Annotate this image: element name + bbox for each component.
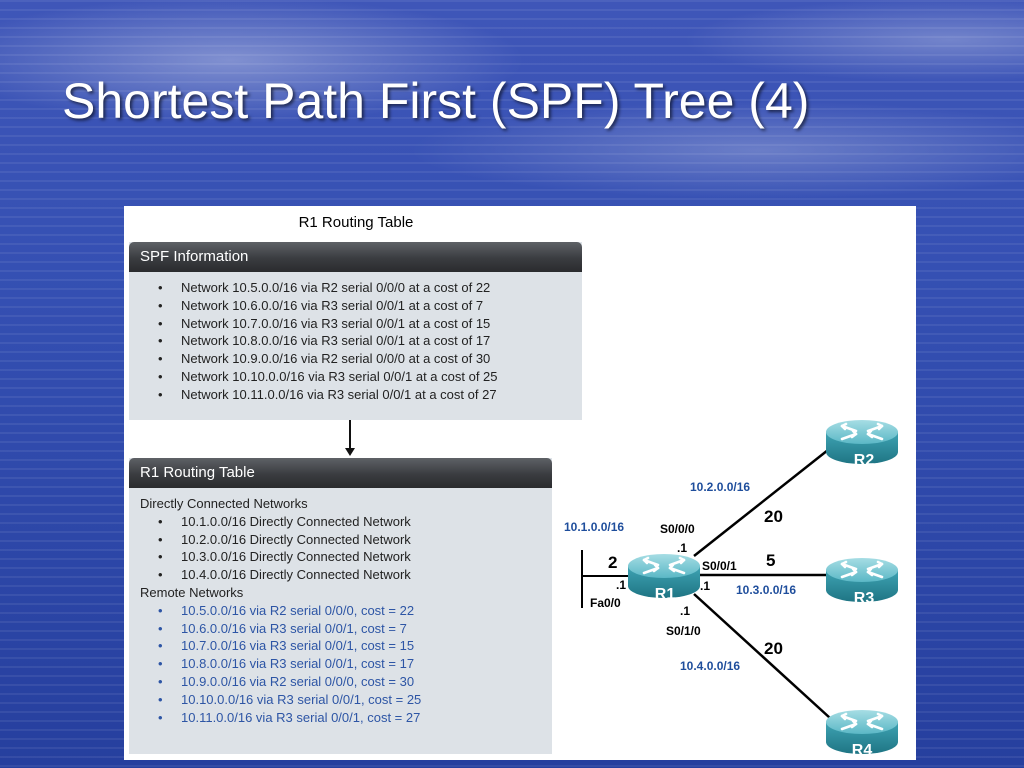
connected-route: 10.1.0.0/16 Directly Connected Network bbox=[129, 513, 552, 531]
r1-routing-table-panel: R1 Routing Table Directly Connected Netw… bbox=[129, 458, 552, 754]
connected-networks-label: Directly Connected Networks bbox=[140, 496, 308, 511]
host-address-label: .1 bbox=[616, 578, 626, 592]
router-label: R1 bbox=[655, 586, 676, 603]
slide-title: Shortest Path First (SPF) Tree (4) bbox=[62, 73, 810, 129]
router-r2: R2 bbox=[826, 418, 898, 469]
router-label: R4 bbox=[852, 742, 873, 759]
spf-item: Network 10.9.0.0/16 via R2 serial 0/0/0 … bbox=[129, 350, 582, 368]
router-label: R3 bbox=[854, 590, 875, 607]
link-r1-r4 bbox=[693, 593, 831, 719]
routing-panel-header: R1 Routing Table bbox=[129, 458, 552, 488]
router-label: R2 bbox=[854, 452, 875, 469]
host-address-label: .1 bbox=[680, 604, 690, 618]
remote-route: 10.9.0.0/16 via R2 serial 0/0/0, cost = … bbox=[129, 673, 552, 691]
network-label: 10.4.0.0/16 bbox=[680, 659, 740, 673]
remote-route: 10.11.0.0/16 via R3 serial 0/0/1, cost =… bbox=[129, 709, 552, 727]
spf-item: Network 10.5.0.0/16 via R2 serial 0/0/0 … bbox=[129, 279, 582, 297]
interface-label: S0/0/0 bbox=[660, 522, 695, 536]
remote-route: 10.8.0.0/16 via R3 serial 0/0/1, cost = … bbox=[129, 655, 552, 673]
network-label: 10.3.0.0/16 bbox=[736, 583, 796, 597]
spf-information-panel: SPF Information Network 10.5.0.0/16 via … bbox=[129, 242, 582, 420]
host-address-label: .1 bbox=[677, 541, 687, 555]
router-r1: R1 bbox=[628, 552, 700, 603]
interface-label: S0/0/1 bbox=[702, 559, 737, 573]
router-r3: R3 bbox=[826, 556, 898, 607]
network-topology-diagram: R1 R2 R3 R4 10.1.0.0/16 10.2.0.0/16 10.3… bbox=[345, 418, 898, 759]
network-label: 10.1.0.0/16 bbox=[564, 520, 624, 534]
routing-figure: R1 Routing Table SPF Information Network… bbox=[124, 206, 916, 760]
spf-item: Network 10.11.0.0/16 via R3 serial 0/0/1… bbox=[129, 386, 582, 404]
remote-route: 10.10.0.0/16 via R3 serial 0/0/1, cost =… bbox=[129, 691, 552, 709]
connected-route: 10.4.0.0/16 Directly Connected Network bbox=[129, 566, 552, 584]
remote-route: 10.5.0.0/16 via R2 serial 0/0/0, cost = … bbox=[129, 602, 552, 620]
remote-route: 10.6.0.0/16 via R3 serial 0/0/1, cost = … bbox=[129, 620, 552, 638]
figure-title: R1 Routing Table bbox=[298, 214, 414, 231]
remote-networks-label: Remote Networks bbox=[140, 584, 244, 600]
spf-item: Network 10.10.0.0/16 via R3 serial 0/0/1… bbox=[129, 368, 582, 386]
link-cost-label: 20 bbox=[764, 507, 783, 526]
router-r4: R4 bbox=[826, 708, 898, 759]
network-label: 10.2.0.0/16 bbox=[690, 480, 750, 494]
link-cost-label: 2 bbox=[608, 553, 617, 572]
spf-item: Network 10.7.0.0/16 via R3 serial 0/0/1 … bbox=[129, 315, 582, 333]
spf-item: Network 10.8.0.0/16 via R3 serial 0/0/1 … bbox=[129, 332, 582, 350]
connected-route: 10.2.0.0/16 Directly Connected Network bbox=[129, 531, 552, 549]
interface-label: S0/1/0 bbox=[666, 624, 701, 638]
host-address-label: .1 bbox=[700, 579, 710, 593]
interface-label: Fa0/0 bbox=[590, 596, 621, 610]
remote-route: 10.7.0.0/16 via R3 serial 0/0/1, cost = … bbox=[129, 637, 552, 655]
connected-route: 10.3.0.0/16 Directly Connected Network bbox=[129, 548, 552, 566]
spf-panel-header: SPF Information bbox=[129, 242, 582, 272]
down-arrow-icon bbox=[345, 420, 355, 456]
link-r1-r2 bbox=[693, 449, 829, 557]
spf-item: Network 10.6.0.0/16 via R3 serial 0/0/1 … bbox=[129, 297, 582, 315]
link-cost-label: 20 bbox=[764, 639, 783, 658]
link-cost-label: 5 bbox=[766, 551, 775, 570]
